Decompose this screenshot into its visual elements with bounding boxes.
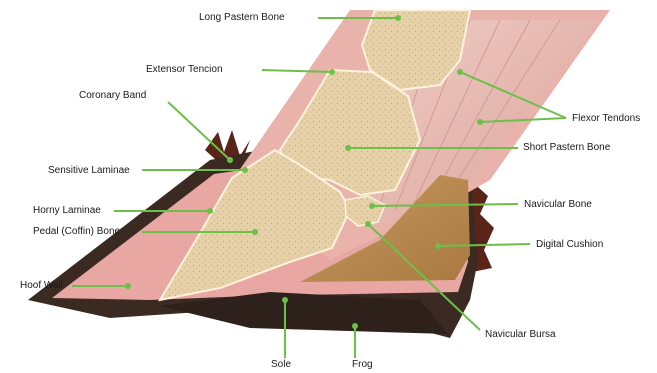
leader-coronary-band (168, 102, 230, 160)
label-frog: Frog (352, 359, 373, 371)
label-sole: Sole (271, 359, 291, 371)
label-sensitive-laminae: Sensitive Laminae (48, 165, 130, 177)
label-horny-laminae: Horny Laminae (33, 205, 101, 217)
label-hoof-wall: Hoof Wall (20, 280, 63, 292)
label-extensor-tendon: Extensor Tencion (146, 64, 223, 76)
label-short-pastern-bone: Short Pastern Bone (523, 142, 610, 154)
label-long-pastern-bone: Long Pastern Bone (199, 12, 285, 24)
label-navicular-bursa: Navicular Bursa (485, 329, 556, 341)
label-coronary-band: Coronary Band (79, 90, 146, 102)
label-digital-cushion: Digital Cushion (536, 239, 603, 251)
label-flexor-tendons: Flexor Tendons (572, 113, 640, 125)
label-pedal-bone: Pedal (Coffin) Bone (33, 226, 120, 238)
label-navicular-bone: Navicular Bone (524, 199, 592, 211)
